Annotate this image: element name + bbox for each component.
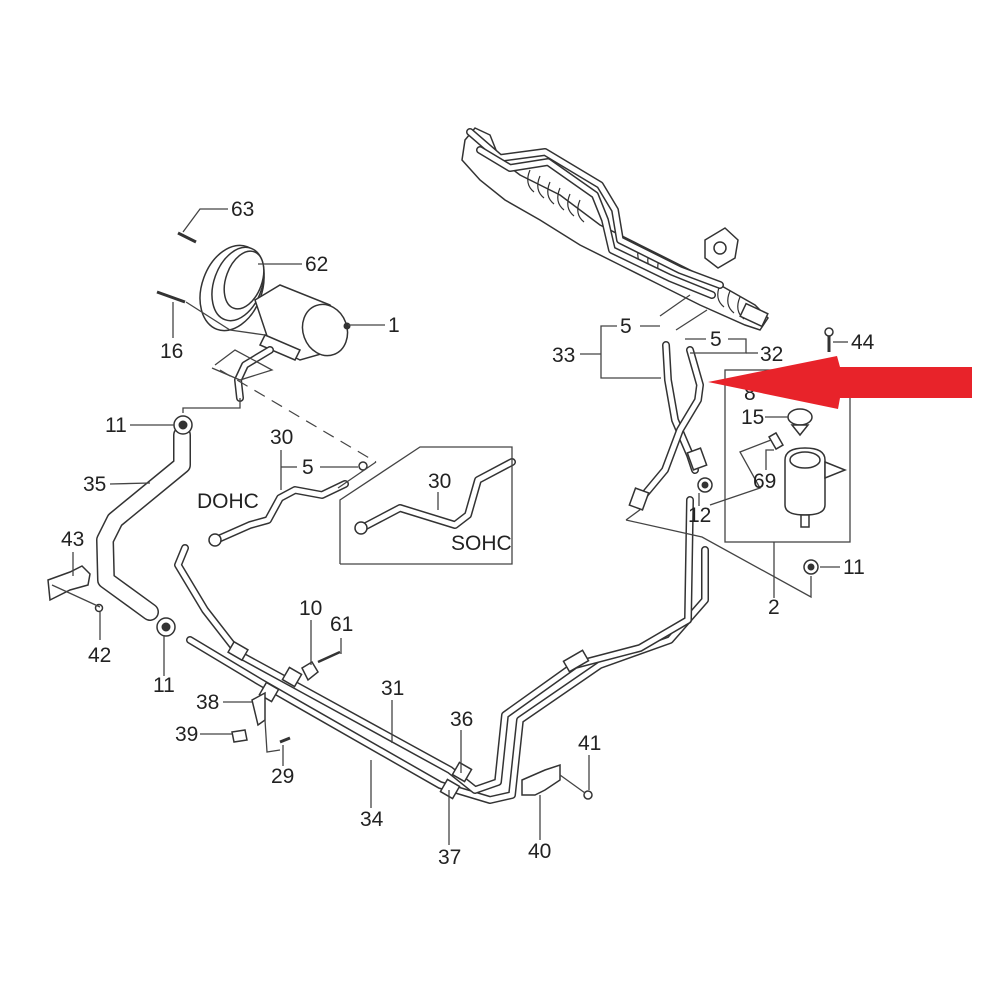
leader-lines [51,208,848,845]
callout-43: 43 [61,528,84,551]
callout-30-sohc: 30 [428,470,451,493]
sohc-label: SOHC [451,532,512,555]
callout-29: 29 [271,765,294,788]
callout-5-feed: 5 [620,315,632,338]
callout-11-reservoir: 11 [843,556,865,579]
callout-62: 62 [305,253,328,276]
callout-2: 2 [768,596,780,619]
callout-33: 33 [552,344,575,367]
callout-1: 1 [388,314,400,337]
callout-36: 36 [450,708,473,731]
hoses-and-pipes [96,341,713,804]
callout-31: 31 [381,677,404,700]
callout-11-upper: 11 [105,414,127,437]
reservoir-assembly [724,327,851,575]
pump-assembly [156,231,351,402]
callout-30-dohc: 30 [270,426,293,449]
callout-63: 63 [231,198,254,221]
steering-rack [461,127,769,331]
callout-labels: 63 62 1 16 11 35 30 5 30 43 42 11 10 61 … [61,198,875,869]
callout-69: 69 [753,470,776,493]
callout-11-lower: 11 [153,674,175,697]
callout-34: 34 [360,808,384,831]
dohc-label: DOHC [197,490,259,513]
callout-39: 39 [175,723,198,746]
callout-35: 35 [83,473,106,496]
callout-16: 16 [160,340,183,363]
callout-32: 32 [760,343,783,366]
callout-5-dohc: 5 [302,456,314,479]
callout-40: 40 [528,840,551,863]
highlight-arrow-icon [708,356,972,409]
callout-61: 61 [330,613,353,636]
red-arrow [708,356,972,409]
callout-12: 12 [688,504,711,527]
callout-44: 44 [851,331,875,354]
callout-37: 37 [438,846,461,869]
callout-8: 8 [744,382,756,405]
callout-10: 10 [299,597,322,620]
callout-38: 38 [196,691,219,714]
callout-42: 42 [88,644,111,667]
callout-41: 41 [578,732,601,755]
callout-15: 15 [741,406,764,429]
brackets [47,565,593,800]
callout-5-return: 5 [710,328,722,351]
